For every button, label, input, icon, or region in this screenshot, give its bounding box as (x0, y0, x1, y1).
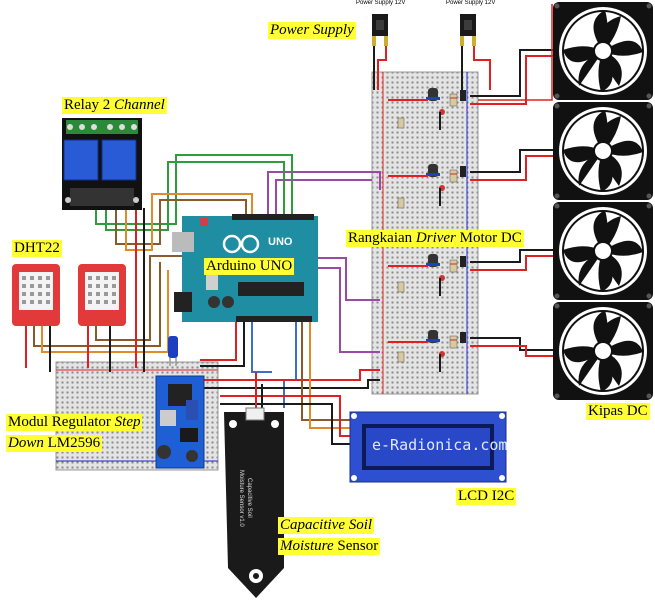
label-relay: Relay 2 Channel (62, 97, 167, 114)
sensor-print-2: Moisture Sensor v1.0 (238, 470, 244, 527)
label-soil-line2: Moisture Sensor (278, 538, 381, 555)
dht22-sensor (78, 264, 126, 326)
label-soil-line1: Capacitive Soil (278, 517, 375, 534)
label-driver: Rangkaian Driver Motor DC (346, 230, 524, 247)
fan-icon (552, 301, 654, 401)
label-lcd: LCD I2C (456, 488, 517, 505)
ps-right-caption: Power Supply 12V (446, 0, 496, 6)
sensor-print-1: Capacitive Soil (246, 478, 252, 518)
label-regulator-line1: Modul Regulator Step (6, 414, 143, 431)
ps-left-caption: Power Supply 12V (356, 0, 406, 6)
soil-moisture-sensor (224, 407, 284, 598)
relay-module (62, 118, 142, 210)
lm2596-regulator (155, 375, 205, 469)
power-jack-icon (460, 14, 476, 46)
lcd-display-text: e-Radionica.com (372, 436, 508, 454)
label-arduino: Arduino UNO (204, 258, 295, 275)
fan-icon (552, 201, 654, 301)
fan-icon (552, 1, 654, 101)
dht22-sensor (12, 264, 60, 326)
capacitor (168, 336, 178, 358)
fan-icon (552, 101, 654, 201)
uno-mark: UNO (268, 236, 293, 248)
lcd-i2c-module (349, 411, 507, 483)
label-kipas: Kipas DC (586, 403, 650, 420)
power-jack-icon (372, 14, 388, 46)
label-regulator-line2: Down LM2596 (6, 435, 103, 452)
label-power-supply: Power Supply (268, 22, 356, 39)
label-dht22: DHT22 (12, 240, 62, 257)
